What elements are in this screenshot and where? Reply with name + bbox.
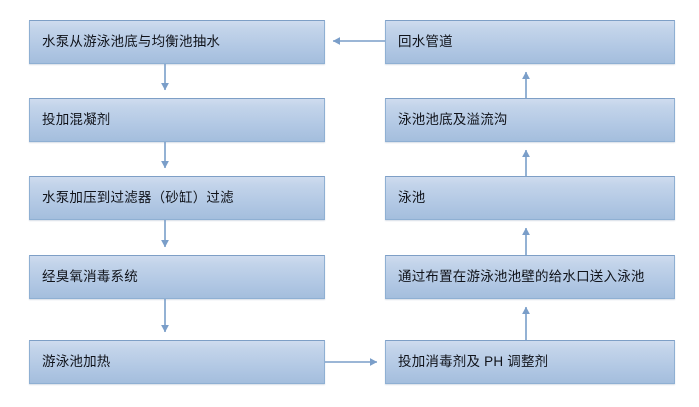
node-label: 水泵加压到过滤器（砂缸）过滤 <box>42 189 234 205</box>
node-pressure-sand-filter[interactable]: 水泵加压到过滤器（砂缸）过滤 <box>29 176 325 220</box>
node-label: 泳池 <box>398 189 426 205</box>
node-wall-inlet-supply[interactable]: 通过布置在游泳池池壁的给水口送入泳池 <box>385 255 675 299</box>
node-label: 游泳池加热 <box>42 353 111 369</box>
node-label: 回水管道 <box>398 33 453 49</box>
node-pool-heating[interactable]: 游泳池加热 <box>29 340 325 384</box>
node-label: 通过布置在游泳池池壁的给水口送入泳池 <box>398 268 645 284</box>
node-pump-intake[interactable]: 水泵从游泳池底与均衡池抽水 <box>29 20 325 64</box>
node-pool-bottom-overflow-gutter[interactable]: 泳池池底及溢流沟 <box>385 98 675 142</box>
node-label: 投加消毒剂及 PH 调整剂 <box>398 353 549 369</box>
node-label: 经臭氧消毒系统 <box>42 268 138 284</box>
node-return-pipeline[interactable]: 回水管道 <box>385 20 675 64</box>
node-label: 水泵从游泳池底与均衡池抽水 <box>42 33 221 49</box>
node-label: 投加混凝剂 <box>42 111 111 127</box>
node-disinfectant-ph-dosing[interactable]: 投加消毒剂及 PH 调整剂 <box>385 340 675 384</box>
node-label: 泳池池底及溢流沟 <box>398 111 508 127</box>
node-swimming-pool[interactable]: 泳池 <box>385 176 675 220</box>
node-coagulant-dosing[interactable]: 投加混凝剂 <box>29 98 325 142</box>
node-ozone-disinfection[interactable]: 经臭氧消毒系统 <box>29 255 325 299</box>
